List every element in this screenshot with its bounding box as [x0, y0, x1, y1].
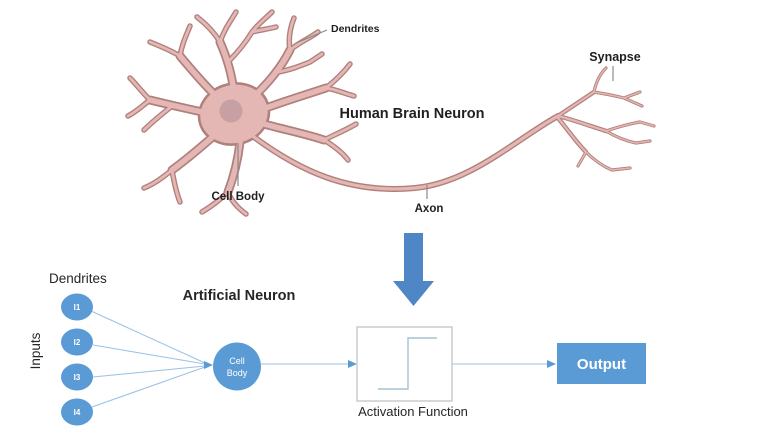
output-box-label: Output: [577, 356, 626, 373]
input-node-i4: I4: [61, 398, 93, 426]
output-box: Output: [557, 343, 646, 384]
activation-function-label: Activation Function: [358, 404, 468, 419]
artificial-neuron-title: Artificial Neuron: [183, 288, 296, 304]
input-node-i3-label: I3: [74, 373, 81, 382]
cell-body-node-line2: Body: [227, 368, 248, 378]
dendrites-label-top: Dendrites: [331, 23, 380, 35]
synapse-label: Synapse: [589, 50, 640, 64]
cell-body-node: Cell Body: [213, 342, 261, 391]
input-node-i3: I3: [61, 363, 93, 391]
cell-body-label-top: Cell Body: [211, 191, 265, 203]
inputs-axis-label: Inputs: [28, 332, 43, 369]
cell-body-node-line1: Cell: [229, 356, 245, 366]
arrowhead-into-activation: [348, 360, 357, 368]
input-node-i1: I1: [61, 293, 93, 321]
input-node-i4-label: I4: [74, 408, 81, 417]
connector-i3: [92, 365, 206, 378]
neuron-illustration: [128, 12, 656, 214]
human-brain-neuron-title: Human Brain Neuron: [339, 106, 484, 122]
arrowhead-into-output: [547, 360, 556, 368]
connector-i2: [92, 344, 206, 365]
nucleus-shape: [219, 99, 243, 123]
dendrites-label-bottom: Dendrites: [49, 271, 107, 286]
down-arrow-icon: [393, 233, 434, 306]
input-node-i2: I2: [61, 328, 93, 356]
input-node-i1-label: I1: [74, 303, 81, 312]
arrowhead-into-cell-body: [204, 361, 213, 369]
step-function-icon: [378, 337, 437, 390]
dendrites-pointer-line: [295, 29, 328, 44]
activation-function-box: [356, 326, 453, 402]
axon-label: Axon: [415, 203, 444, 215]
connector-i1: [90, 310, 206, 364]
connector-i4: [91, 366, 206, 408]
input-node-i2-label: I2: [74, 338, 81, 347]
